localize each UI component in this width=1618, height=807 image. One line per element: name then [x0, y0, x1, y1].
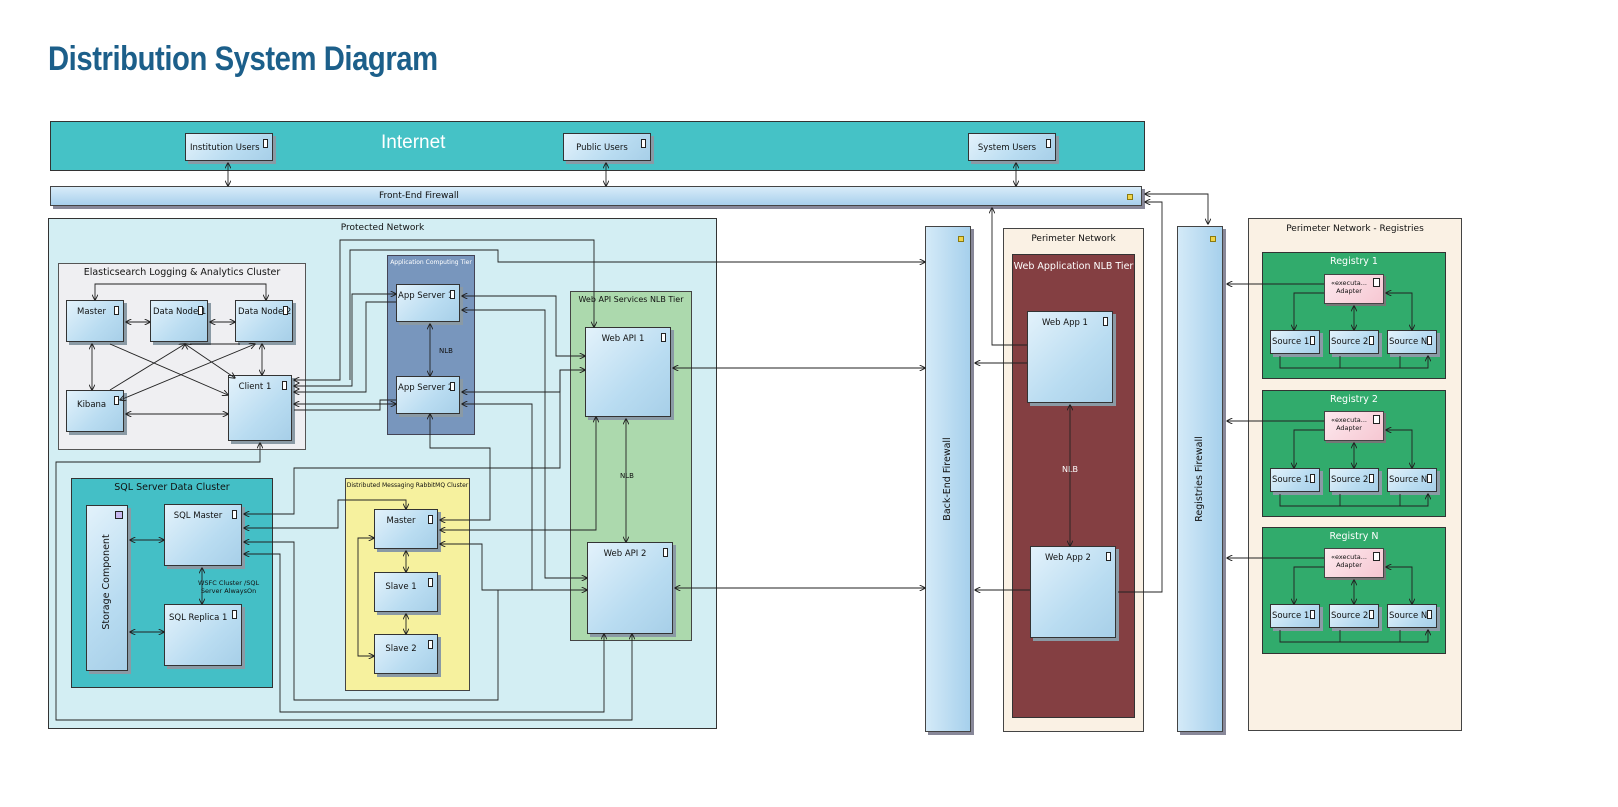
- registry-n: Registry N: [1262, 527, 1446, 654]
- registry-2-adapter[interactable]: «executa... Adapter: [1324, 411, 1384, 441]
- device-icon: [1310, 474, 1315, 483]
- app-nlb-label: NLB: [439, 347, 453, 355]
- es-data-node-1[interactable]: Data Node 1: [150, 300, 208, 342]
- page-title: Distribution System Diagram: [48, 40, 438, 78]
- registry-1-source-2[interactable]: Source 2: [1329, 330, 1379, 354]
- registries-network-label: Perimeter Network - Registries: [1286, 224, 1424, 234]
- device-icon: [1103, 317, 1108, 326]
- protected-network-label: Protected Network: [340, 223, 425, 233]
- device-icon: [1369, 610, 1374, 619]
- system-users-node[interactable]: System Users: [968, 133, 1056, 161]
- front-end-firewall[interactable]: Front-End Firewall: [50, 186, 1142, 206]
- web-api-2-node[interactable]: Web API 2: [587, 542, 673, 634]
- lock-icon: [958, 236, 964, 242]
- sql-master-node[interactable]: SQL Master: [164, 504, 242, 566]
- registry-n-label: Registry N: [1329, 531, 1379, 542]
- public-users-node[interactable]: Public Users: [563, 133, 651, 161]
- registry-n-source-1[interactable]: Source 1: [1270, 604, 1320, 628]
- device-icon: [428, 640, 433, 649]
- lock-icon: [1127, 194, 1133, 200]
- device-icon: [198, 306, 203, 315]
- web-app-1-node[interactable]: Web App 1: [1027, 311, 1113, 403]
- registries-firewall[interactable]: [1177, 226, 1223, 732]
- registry-n-source-2[interactable]: Source 2: [1329, 604, 1379, 628]
- device-icon: [1106, 552, 1111, 561]
- web-app-2-node[interactable]: Web App 2: [1030, 546, 1116, 638]
- connector: [1145, 194, 1208, 224]
- registry-1-source-1[interactable]: Source 1: [1270, 330, 1320, 354]
- device-icon: [282, 381, 287, 390]
- device-icon: [641, 139, 646, 148]
- web-api-1-node[interactable]: Web API 1: [585, 327, 671, 417]
- lock-icon: [1210, 236, 1216, 242]
- device-icon: [114, 396, 119, 405]
- institution-users-node[interactable]: Institution Users: [185, 133, 273, 161]
- device-icon: [663, 548, 668, 557]
- device-icon: [450, 382, 455, 391]
- component-icon: [1373, 552, 1380, 561]
- device-icon: [263, 139, 268, 148]
- es-kibana-node[interactable]: Kibana: [66, 390, 124, 432]
- device-icon: [283, 306, 288, 315]
- perimeter-network-label: Perimeter Network: [1031, 234, 1116, 244]
- device-icon: [1310, 336, 1315, 345]
- registry-2-source-n[interactable]: Source N: [1387, 468, 1437, 492]
- device-icon: [450, 290, 455, 299]
- device-icon: [232, 510, 237, 519]
- internet-label: Internet: [381, 132, 446, 153]
- device-icon: [1427, 336, 1432, 345]
- device-icon: [428, 578, 433, 587]
- back-end-firewall-label: Back-End Firewall: [942, 437, 953, 521]
- registry-1: Registry 1: [1262, 252, 1446, 379]
- device-icon: [1046, 139, 1051, 148]
- registry-2: Registry 2: [1262, 390, 1446, 517]
- front-end-firewall-label: Front-End Firewall: [379, 191, 459, 201]
- registries-firewall-label: Registries Firewall: [1194, 436, 1205, 522]
- component-icon: [1373, 415, 1380, 424]
- device-icon: [1310, 610, 1315, 619]
- registry-2-source-2[interactable]: Source 2: [1329, 468, 1379, 492]
- web-app-nlb-label: NLB: [1062, 465, 1078, 474]
- registry-n-source-n[interactable]: Source N: [1387, 604, 1437, 628]
- sql-server-cluster-label: SQL Server Data Cluster: [114, 482, 230, 493]
- registry-2-source-1[interactable]: Source 1: [1270, 468, 1320, 492]
- es-client-1-node[interactable]: Client 1: [228, 375, 292, 441]
- web-api-tier-label: Web API Services NLB Tier: [578, 295, 684, 304]
- elasticsearch-cluster-label: Elasticsearch Logging & Analytics Cluste…: [83, 267, 281, 278]
- wsfc-note: WSFC Cluster /SQL Server AlwaysOn: [198, 579, 260, 595]
- web-api-nlb-label: NLB: [620, 472, 634, 480]
- storage-component-label: Storage Component: [101, 534, 112, 630]
- device-icon: [1427, 474, 1432, 483]
- component-icon: [1373, 278, 1380, 287]
- registry-n-adapter[interactable]: «executa... Adapter: [1324, 548, 1384, 578]
- storage-icon: [115, 511, 123, 519]
- registry-1-source-n[interactable]: Source N: [1387, 330, 1437, 354]
- mq-slave-2-node[interactable]: Slave 2: [374, 634, 438, 674]
- web-app-nlb-tier-label: Web Application NLB Tier: [1013, 261, 1134, 272]
- mq-slave-1-node[interactable]: Slave 1: [374, 572, 438, 612]
- back-end-firewall[interactable]: [925, 226, 971, 732]
- registry-2-label: Registry 2: [1330, 394, 1378, 405]
- device-icon: [1369, 336, 1374, 345]
- device-icon: [428, 515, 433, 524]
- sql-replica-1-node[interactable]: SQL Replica 1: [164, 604, 242, 666]
- device-icon: [114, 306, 119, 315]
- es-master-node[interactable]: Master: [66, 300, 124, 342]
- registry-1-label: Registry 1: [1330, 256, 1378, 267]
- app-computing-tier-label: Application Computing Tier: [390, 259, 472, 266]
- device-icon: [661, 333, 666, 342]
- device-icon: [232, 610, 237, 619]
- device-icon: [1427, 610, 1432, 619]
- mq-master-node[interactable]: Master: [374, 509, 438, 549]
- registry-1-adapter[interactable]: «executa... Adapter: [1324, 274, 1384, 304]
- es-data-node-2[interactable]: Data Node 2: [235, 300, 293, 342]
- app-server-2-node[interactable]: App Server 2: [396, 376, 460, 414]
- device-icon: [1369, 474, 1374, 483]
- rabbitmq-cluster-label: Distributed Messaging RabbitMQ Cluster: [346, 482, 469, 489]
- app-server-1-node[interactable]: App Server 1: [396, 284, 460, 322]
